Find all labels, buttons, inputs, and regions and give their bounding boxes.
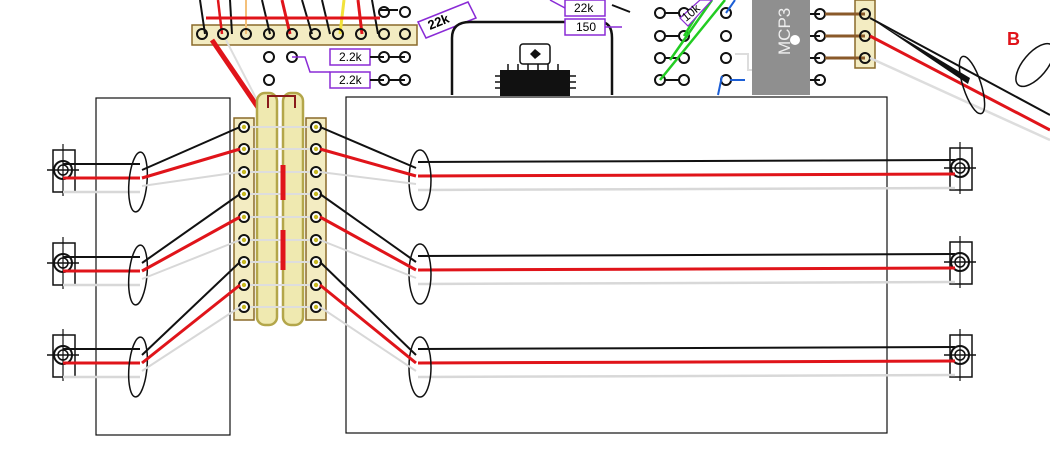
header-pin-core xyxy=(241,146,247,152)
cable-right xyxy=(408,243,956,305)
header-pin-core xyxy=(313,214,319,220)
fan-wires xyxy=(141,126,241,187)
cable-left xyxy=(63,336,149,398)
fan-wires xyxy=(141,261,241,372)
mcu-chip xyxy=(500,70,570,96)
header-pin-core xyxy=(241,259,247,265)
left-panel xyxy=(95,97,231,436)
header-pin-core xyxy=(241,304,247,310)
fan-wires xyxy=(319,126,417,185)
fan-wires xyxy=(141,193,241,280)
header-pin-core xyxy=(313,237,319,243)
mcp-chip-label: MCP3 xyxy=(775,8,794,55)
header-pin-core xyxy=(241,237,247,243)
fan-wires xyxy=(319,261,417,372)
mcp-chip xyxy=(752,0,810,95)
sensor-jack xyxy=(47,144,79,196)
center-header xyxy=(233,91,327,327)
header-pin-core xyxy=(241,169,247,175)
header-pin-core xyxy=(313,191,319,197)
cable-left xyxy=(63,244,149,306)
sensor-jack xyxy=(47,329,79,381)
header-pin-core xyxy=(313,146,319,152)
cable-left xyxy=(63,151,149,213)
resistor-2-2k-b-label: 2.2k xyxy=(339,73,363,87)
sensor-jack xyxy=(47,237,79,289)
header-pin-core xyxy=(313,304,319,310)
resistor-22k-small-label: 22k xyxy=(574,1,594,15)
header-pin-core xyxy=(241,124,247,130)
header-pin-core xyxy=(313,124,319,130)
resistor-150-label: 150 xyxy=(576,20,596,34)
corner-letter-b: B xyxy=(1007,29,1020,49)
cable-right xyxy=(408,336,956,398)
header-pin-core xyxy=(313,282,319,288)
fan-wires xyxy=(319,193,417,279)
header-pin-core xyxy=(241,282,247,288)
header-pin-core xyxy=(313,169,319,175)
right-panel xyxy=(345,96,888,434)
resistor-2-2k-a-label: 2.2k xyxy=(339,50,363,64)
header-pin-core xyxy=(313,259,319,265)
sensor-jack xyxy=(944,329,976,381)
header-pin-core xyxy=(241,214,247,220)
resistor-22k-diag: 22k xyxy=(416,1,478,39)
cable-right xyxy=(408,149,956,211)
top-left-header xyxy=(191,24,418,46)
sensor-jack xyxy=(944,142,976,194)
controller-board xyxy=(450,20,614,95)
header-pin-core xyxy=(241,191,247,197)
sensor-jack xyxy=(944,236,976,288)
